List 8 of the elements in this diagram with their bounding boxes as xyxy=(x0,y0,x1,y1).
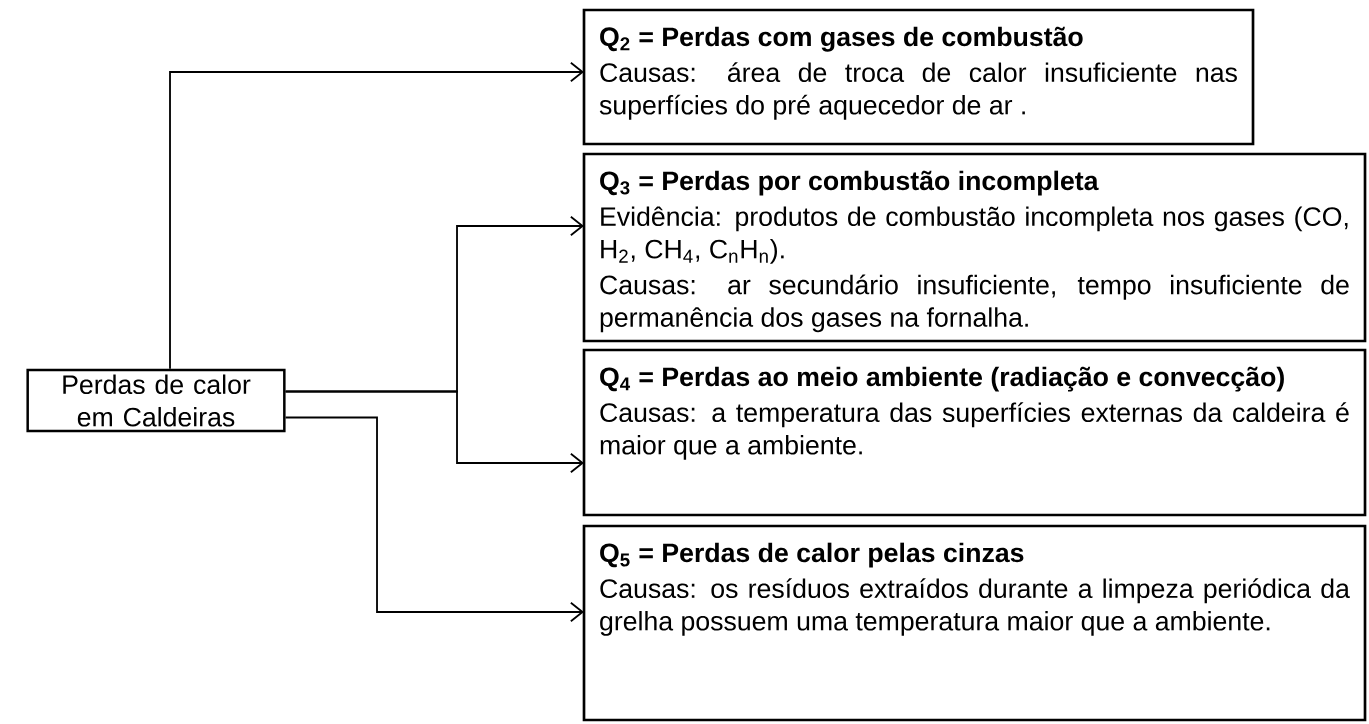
arrow xyxy=(284,416,584,623)
loss-box: Q$_{2}$ = Perdas com gases de combustão Causas: área de troca de calor insuficiente nas superfícies do pré aquecedor de ar . xyxy=(582,8,1255,146)
arrow xyxy=(284,390,584,474)
loss-box: Q$_{4}$ = Perdas ao meio ambiente (radiação e convecção) Causas: a temperatura das superfícies externas da caldeira é maior que a ambiente. xyxy=(582,348,1367,517)
loss-box: Q$_{5}$ = Perdas de calor pelas cinzas Causas: os resíduos extraídos durante a limpeza periódica da grelha possuem uma temperatura maior que a ambiente. xyxy=(582,524,1367,722)
source-box: Perdas de calor em Caldeiras xyxy=(26,368,286,433)
loss-box: Q$_{3}$ = Perdas por combustão incompleta Evidência: produtos de combustão incompleta nos gases (CO, H$_{2}$, CH$_{4}$, C$_{n}$H$_{n}$). Causas: ar secundário insuficiente, tempo insuficiente de permanência dos gases na fornalha. xyxy=(582,152,1367,343)
arrow xyxy=(169,61,584,370)
